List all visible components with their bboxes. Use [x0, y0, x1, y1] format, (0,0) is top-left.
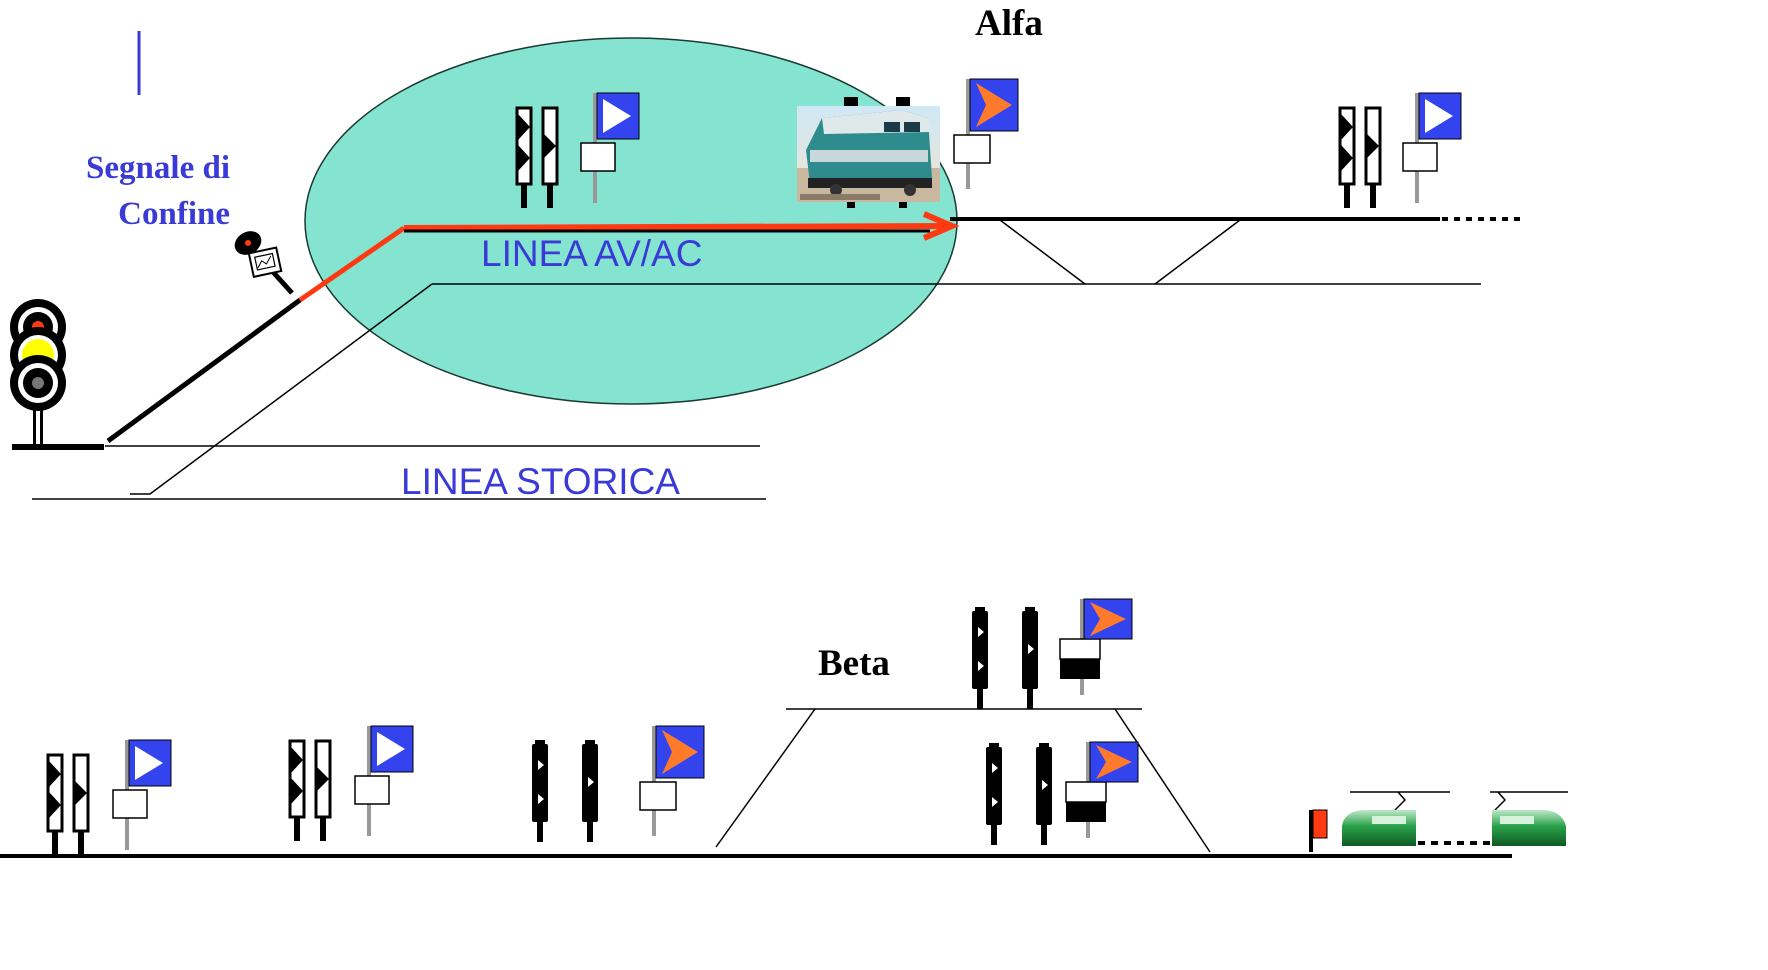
electric-train-icon	[1342, 791, 1450, 846]
direction-flag-icon	[639, 725, 705, 837]
boundary-signal-label-line2: Confine	[118, 196, 230, 232]
direction-flag-icon	[953, 78, 1019, 190]
tracks-bottom	[0, 708, 1512, 858]
locomotive-photo-icon	[797, 106, 940, 202]
station-label-alfa: Alfa	[975, 3, 1043, 44]
electric-train-icon	[1490, 791, 1568, 846]
line-storica-label: LINEA STORICA	[401, 461, 680, 502]
direction-flag-icon	[1065, 741, 1139, 839]
direction-flag-icon	[112, 739, 172, 851]
block-signal-pair-icon	[288, 739, 332, 843]
direction-flag-icon	[1059, 598, 1133, 696]
main-track	[12, 211, 1520, 450]
station-label-beta: Beta	[818, 643, 890, 684]
block-signal-pair-icon	[986, 743, 1052, 845]
block-signal-pair-icon	[46, 753, 90, 857]
block-signal-pair-icon	[1338, 106, 1382, 210]
red-flag-icon	[1309, 809, 1328, 852]
direction-flag-icon	[1402, 92, 1462, 204]
railway-diagram: Alfa Segnale di Confine LINEA AV/AC LINE…	[0, 3, 1568, 858]
boundary-signal-disc-icon	[234, 231, 294, 295]
direction-flag-icon	[354, 725, 414, 837]
block-signal-pair-icon	[532, 740, 598, 842]
boundary-signal-label-line1: Segnale di	[86, 150, 230, 186]
line-av-ac-label: LINEA AV/AC	[481, 233, 702, 274]
block-signal-pair-icon	[972, 607, 1038, 709]
tracks-thin	[32, 219, 1481, 500]
three-light-signal-icon	[10, 299, 66, 446]
